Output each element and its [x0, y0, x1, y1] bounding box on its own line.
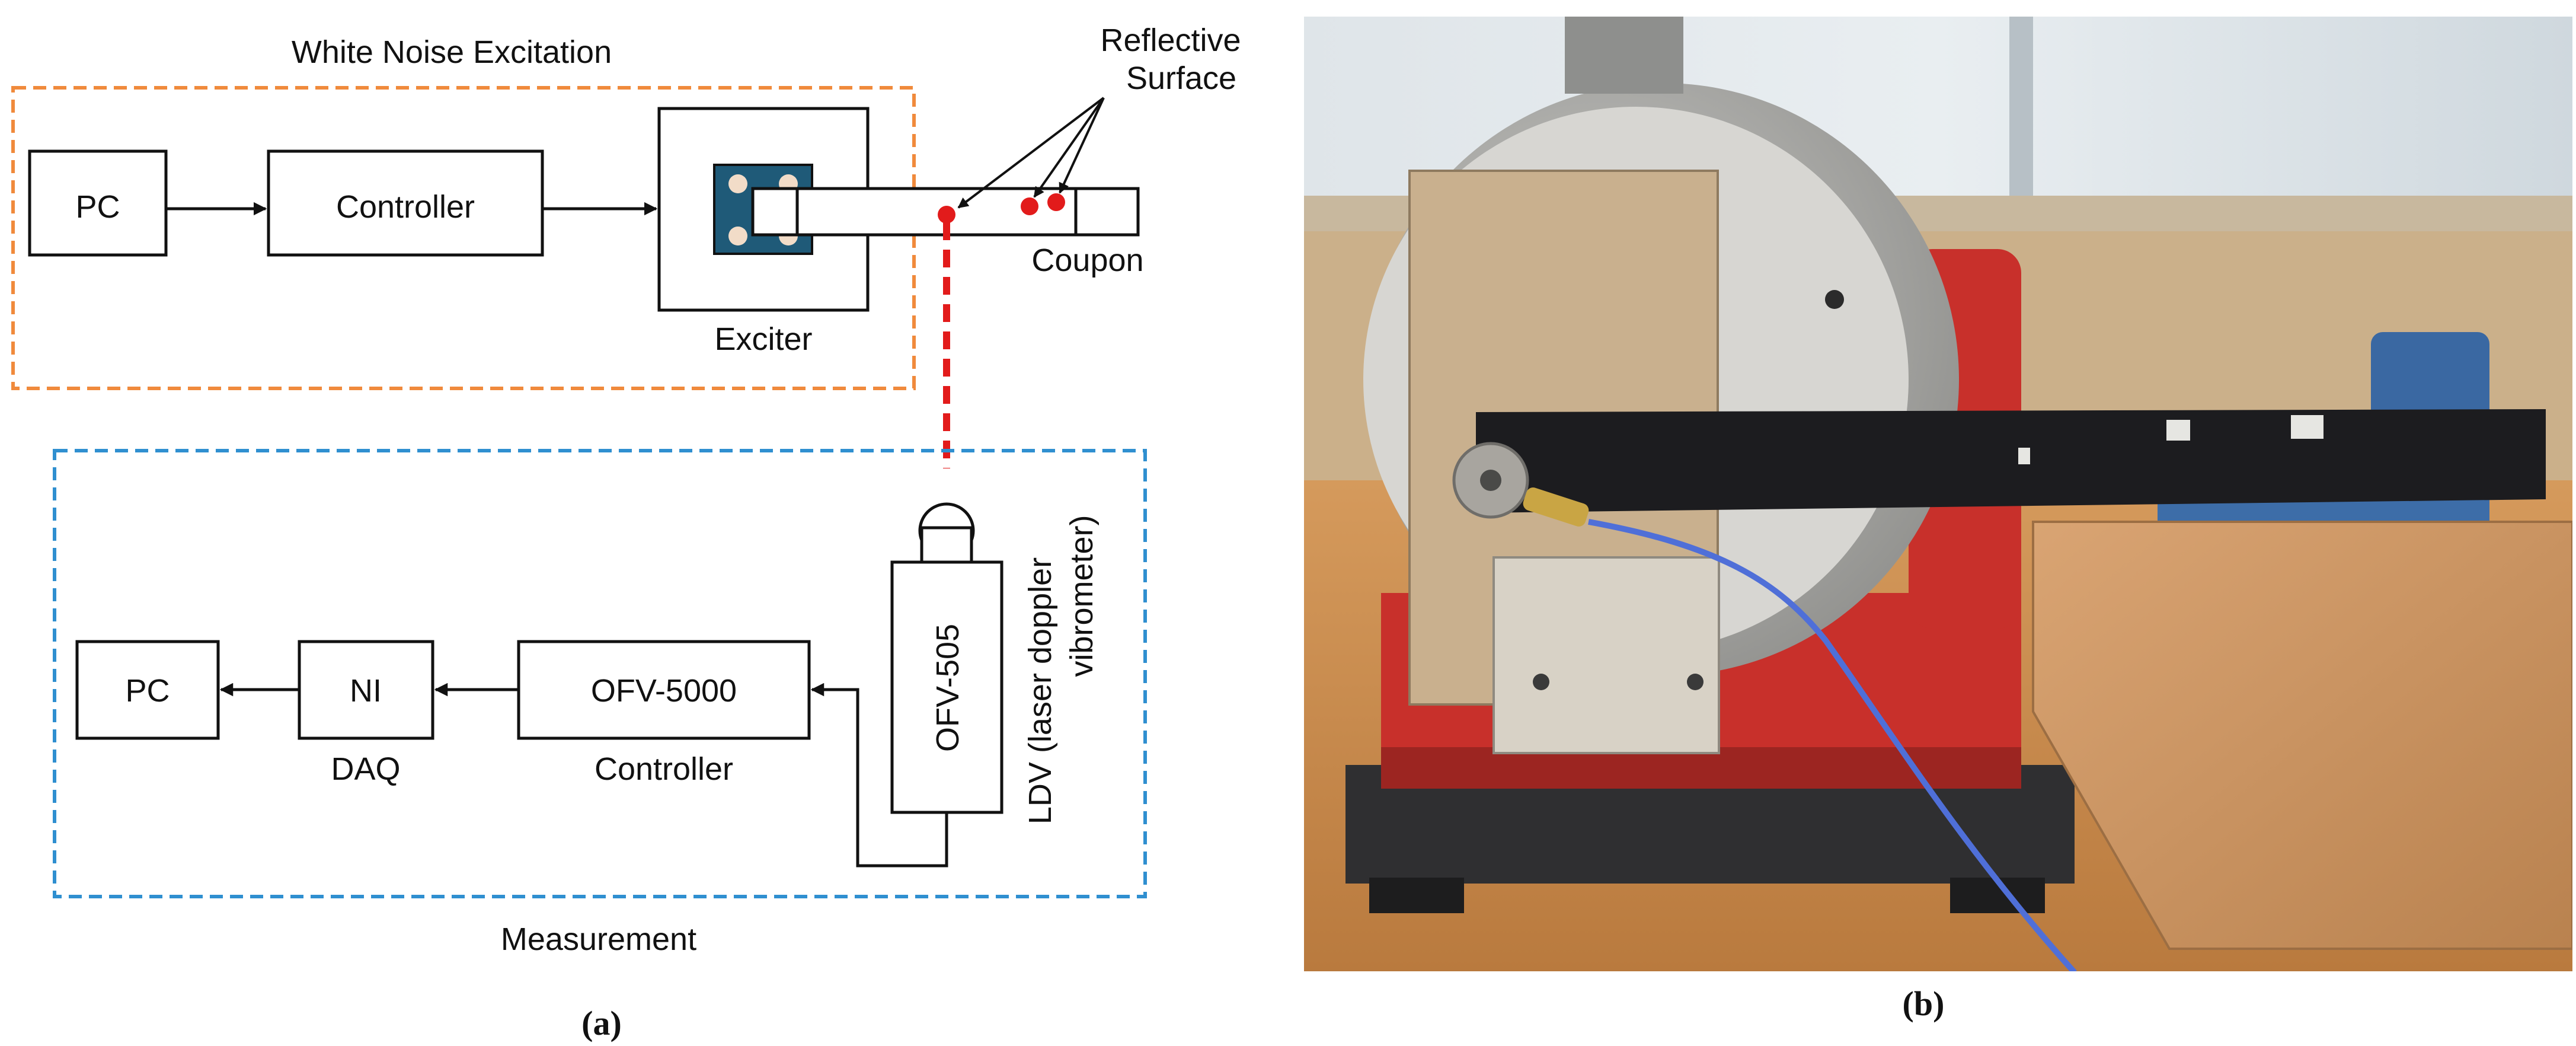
excitation-pc-label: PC [75, 189, 120, 225]
reflective-dot-icon [1021, 197, 1038, 215]
panel-b-photo: (b) [1304, 17, 2572, 1023]
ldv-signal-line [810, 683, 948, 868]
excitation-group-border [11, 86, 916, 390]
photo-reflective-tape [2018, 448, 2030, 464]
reflective-pointer [1059, 97, 1105, 194]
photo-reflective-tape [2291, 415, 2323, 439]
photo-coupon-beam [1476, 409, 2546, 513]
coupon-label: Coupon [1031, 243, 1143, 278]
reflective-label-line1: Reflective [1100, 23, 1241, 58]
daq-label: DAQ [331, 751, 400, 787]
ofv5000-label: OFV-5000 [591, 673, 737, 709]
photo-accelerometer-hole [1480, 470, 1501, 491]
photo-clamp-lower [1492, 556, 1720, 754]
ofv505-box [890, 560, 1003, 814]
photo-screw-icon [1533, 674, 1549, 690]
reflective-pointer [1033, 97, 1105, 198]
exciter-hole-icon [728, 174, 747, 193]
reflective-label-line2: Surface [1126, 60, 1236, 96]
measurement-group-label: Measurement [501, 921, 696, 957]
measurement-controller-label: Controller [595, 751, 733, 787]
panel-a-diagram: White Noise Excitation PC Controller Exc… [11, 23, 1241, 1042]
measurement-pc-label: PC [125, 673, 170, 709]
photo-exciter-top-mount [1565, 17, 1683, 94]
excitation-group-label: White Noise Excitation [292, 34, 612, 70]
photo-reflective-tape [2166, 420, 2190, 441]
measurement-pc-box [75, 640, 220, 740]
reflective-pointer [957, 97, 1105, 209]
excitation-controller-box [267, 149, 544, 257]
photo-base-foot [1369, 878, 1464, 913]
ldv-head-cap [920, 526, 973, 565]
photo-cable [1588, 519, 2077, 971]
reflective-dot-icon [1047, 193, 1065, 211]
photo-screw-icon [1687, 674, 1704, 690]
photo-connector [1523, 487, 1589, 527]
caption-b: (b) [1903, 984, 1945, 1023]
ldv-label-line2: vibrometer) [1064, 515, 1100, 677]
exciter-hole-icon [728, 227, 747, 245]
ldv-label-line1: LDV (laser doppler [1022, 557, 1058, 824]
caption-a: (a) [581, 1004, 622, 1042]
ofv505-label: OFV-505 [930, 624, 966, 752]
ni-box [298, 640, 434, 740]
excitation-controller-label: Controller [336, 189, 475, 225]
photo-bolt-icon [1825, 290, 1844, 309]
photo-wood-block [2032, 521, 2572, 950]
reflective-dot-icon [938, 206, 955, 224]
excitation-pc-box [28, 149, 168, 257]
ofv5000-box [517, 640, 811, 740]
exciter-label: Exciter [714, 321, 812, 357]
measurement-group-border [53, 449, 1147, 898]
ni-label: NI [350, 673, 382, 709]
